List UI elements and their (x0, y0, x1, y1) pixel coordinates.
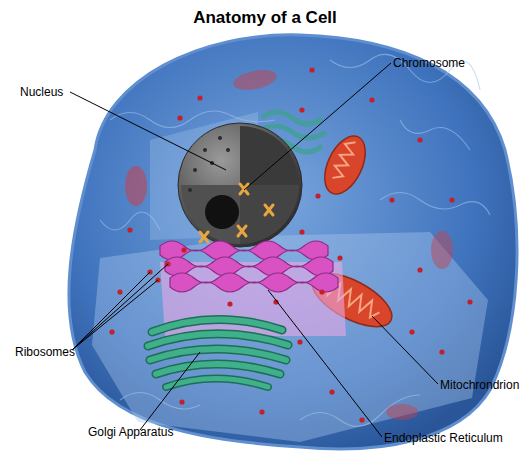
callout-label: Mitochrondrion (440, 378, 519, 392)
leader-line (70, 92, 226, 170)
golgi-cisterna (166, 379, 268, 388)
diagram-title: Anatomy of a Cell (0, 8, 530, 28)
ribosome (449, 197, 454, 202)
nuclear-pores (188, 136, 230, 192)
er-fold (170, 273, 338, 292)
ribosome (299, 107, 304, 112)
er-fold (160, 241, 328, 260)
leader-line (72, 272, 150, 350)
er-stack (160, 241, 338, 292)
filament (400, 120, 470, 150)
pore (226, 148, 230, 152)
ribosome (179, 399, 184, 404)
ribosome (409, 329, 414, 334)
golgi-cisterna (148, 334, 288, 346)
leader-line (268, 290, 382, 437)
leader-lines (70, 63, 438, 437)
mitochondrion-faint (125, 166, 147, 206)
chromosomes (200, 184, 273, 242)
er-fold (262, 112, 322, 124)
chromosome (238, 226, 246, 236)
ribosome (227, 301, 232, 306)
golgi-apparatus (148, 319, 288, 387)
ribosome (309, 67, 314, 72)
ribosome (319, 289, 324, 294)
ribosome (299, 229, 304, 234)
callout-label: Chromosome (393, 56, 465, 70)
filament (380, 193, 490, 216)
mitochondrion-faint (431, 231, 453, 269)
callout-label: Golgi Apparatus (88, 425, 173, 439)
ribosome (439, 349, 444, 354)
ribosome (329, 389, 334, 394)
pore (203, 148, 207, 152)
ribosome (359, 417, 364, 422)
leader-line (140, 352, 200, 430)
filament (330, 54, 480, 90)
chromosome (265, 205, 273, 215)
ribosome (369, 97, 374, 102)
ribosome (109, 329, 114, 334)
cutaway-plane (92, 232, 488, 442)
golgi-cisterna (150, 349, 286, 360)
pore (188, 188, 192, 192)
leader-line (244, 63, 391, 190)
ribosome (259, 409, 264, 414)
mitochondrion (316, 130, 373, 201)
leader-line (372, 316, 438, 384)
nucleolus (205, 195, 239, 229)
ribosomes (109, 67, 472, 422)
cristae (330, 139, 359, 182)
ribosome (337, 255, 342, 260)
pore (193, 168, 197, 172)
nucleus-cut (181, 185, 240, 244)
nucleus (178, 123, 302, 247)
ribosome (315, 193, 320, 198)
ribosome (467, 299, 472, 304)
golgi-cisterna (150, 349, 286, 360)
ribosome (197, 95, 202, 100)
chromosome (200, 232, 208, 242)
mitochondrion-outer (316, 130, 373, 201)
chromosome (240, 184, 248, 194)
ribosome (389, 197, 394, 202)
callout-label: Endoplastic Reticulum (384, 431, 503, 445)
nucleus-cut (240, 126, 299, 185)
golgi-cisterna (148, 334, 288, 346)
mitochondrion-faint (386, 404, 418, 420)
ribosome (297, 339, 302, 344)
golgi-cisterna (166, 379, 268, 388)
ribosome (127, 227, 132, 232)
ribosome (117, 289, 122, 294)
golgi-cisterna (156, 364, 280, 374)
er-fold (165, 257, 333, 276)
ribosome (181, 247, 186, 252)
callout-label: Nucleus (20, 85, 63, 99)
leader-line (72, 280, 158, 350)
callout-label: Ribosomes (15, 345, 75, 359)
pore (218, 136, 222, 140)
mitochondrion-faint (232, 67, 279, 94)
ribosome (417, 267, 422, 272)
leader-line (72, 264, 168, 350)
nucleus-cut (240, 185, 299, 244)
ribosome (177, 115, 182, 120)
golgi-cisterna (156, 364, 280, 374)
ribosome (417, 137, 422, 142)
